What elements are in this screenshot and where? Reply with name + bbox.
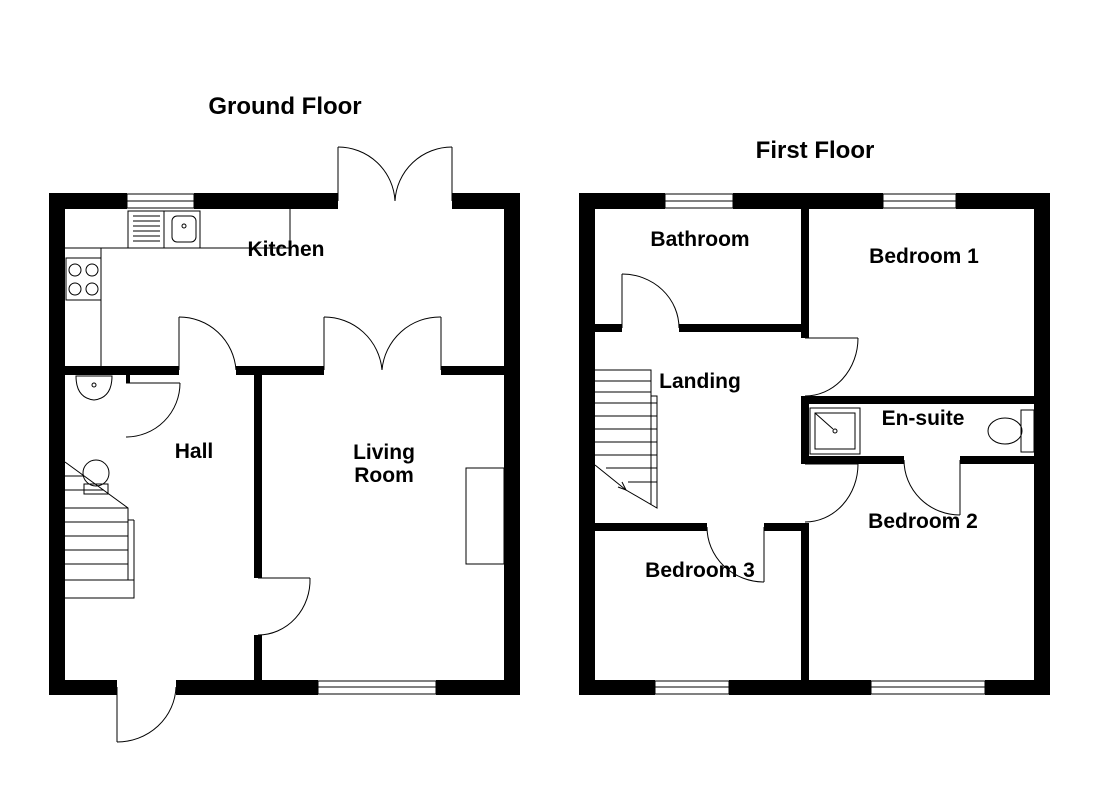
gf-wall-hall-living-lower [254,635,262,680]
gf-wall-bottom-mid [176,680,318,695]
ground-floor-title: Ground Floor [208,93,361,120]
gf-hob [65,257,102,301]
first-floor-title: First Floor [756,137,875,164]
ff-ensuite-door [903,459,961,516]
ff-staircase [594,369,658,509]
ff-wall-bed1-ensuite [801,396,1034,404]
ff-room-label-bedroom2: Bedroom 2 [868,510,978,533]
ff-wall-top-c [956,193,1050,209]
gf-fireplace [465,467,505,565]
ff-ensuite-toilet [987,409,1035,453]
ff-bedroom3-door [706,526,765,583]
ff-bedroom1-door [804,337,859,397]
ff-wall-bath-bed1 [801,209,809,338]
ff-room-label-bedroom1: Bedroom 1 [869,245,979,268]
ff-room-label-landing: Landing [659,370,741,393]
ff-wall-bottom-b [729,680,871,695]
gf-living-french-doors [323,316,442,371]
gf-staircase [64,461,135,599]
ff-wall-bottom-c [985,680,1050,695]
ff-wall-bed3-bed2 [801,523,809,680]
ff-room-label-bathroom: Bathroom [650,228,749,251]
ff-room-label-ensuite: En-suite [882,407,965,430]
gf-wc-door [125,382,181,438]
ff-wall-bottom-a [579,680,655,695]
gf-wall-right [504,193,520,695]
gf-wall-bottom-left [49,680,117,695]
gf-wall-top-mid [194,193,338,209]
ff-wall-ensuite-bottom-b [960,456,1034,464]
gf-wall-bottom-right [436,680,520,695]
first-floor-plan: First Floor [579,137,1050,695]
ff-wall-bath-landing-b [679,324,808,332]
gf-wall-kitchen-c [441,366,504,375]
gf-wall-kitchen-b [236,366,324,375]
gf-front-door [116,686,177,743]
gf-wc-basin [75,375,113,401]
ff-wall-ensuite-left [801,396,809,464]
ff-wall-left [579,193,595,695]
ff-wall-top-b [733,193,883,209]
gf-wc-toilet [82,459,110,495]
ff-room-label-bedroom3: Bedroom 3 [645,559,755,582]
ff-wall-right [1034,193,1050,695]
ff-bedroom2-door [804,463,859,523]
gf-room-label-hall: Hall [175,440,214,463]
gf-wall-top-right [452,193,520,209]
gf-room-label-living-2: Room [354,464,414,487]
gf-hall-living-door [257,577,311,636]
gf-wall-hall-living-upper [254,375,262,578]
ff-wall-top-a [579,193,665,209]
gf-room-label-living-1: Living [353,441,415,464]
gf-room-label-kitchen: Kitchen [247,238,324,261]
ff-wall-ensuite-bottom-a [801,456,904,464]
gf-kitchen-french-doors [337,146,453,202]
gf-hall-kitchen-door [178,316,237,371]
gf-wall-kitchen-a [65,366,179,375]
ground-floor-plan: Ground Floor [49,93,520,743]
ff-wall-bath-landing-a [595,324,622,332]
ff-wall-bed3-top-a [595,523,707,531]
gf-wall-top-left [49,193,127,209]
ff-bathroom-door [621,273,680,329]
gf-wall-left [49,193,65,695]
ff-ensuite-shower [809,407,861,455]
ff-wall-bed3-top-b [764,523,808,531]
gf-wall-wc-stub [126,375,130,383]
